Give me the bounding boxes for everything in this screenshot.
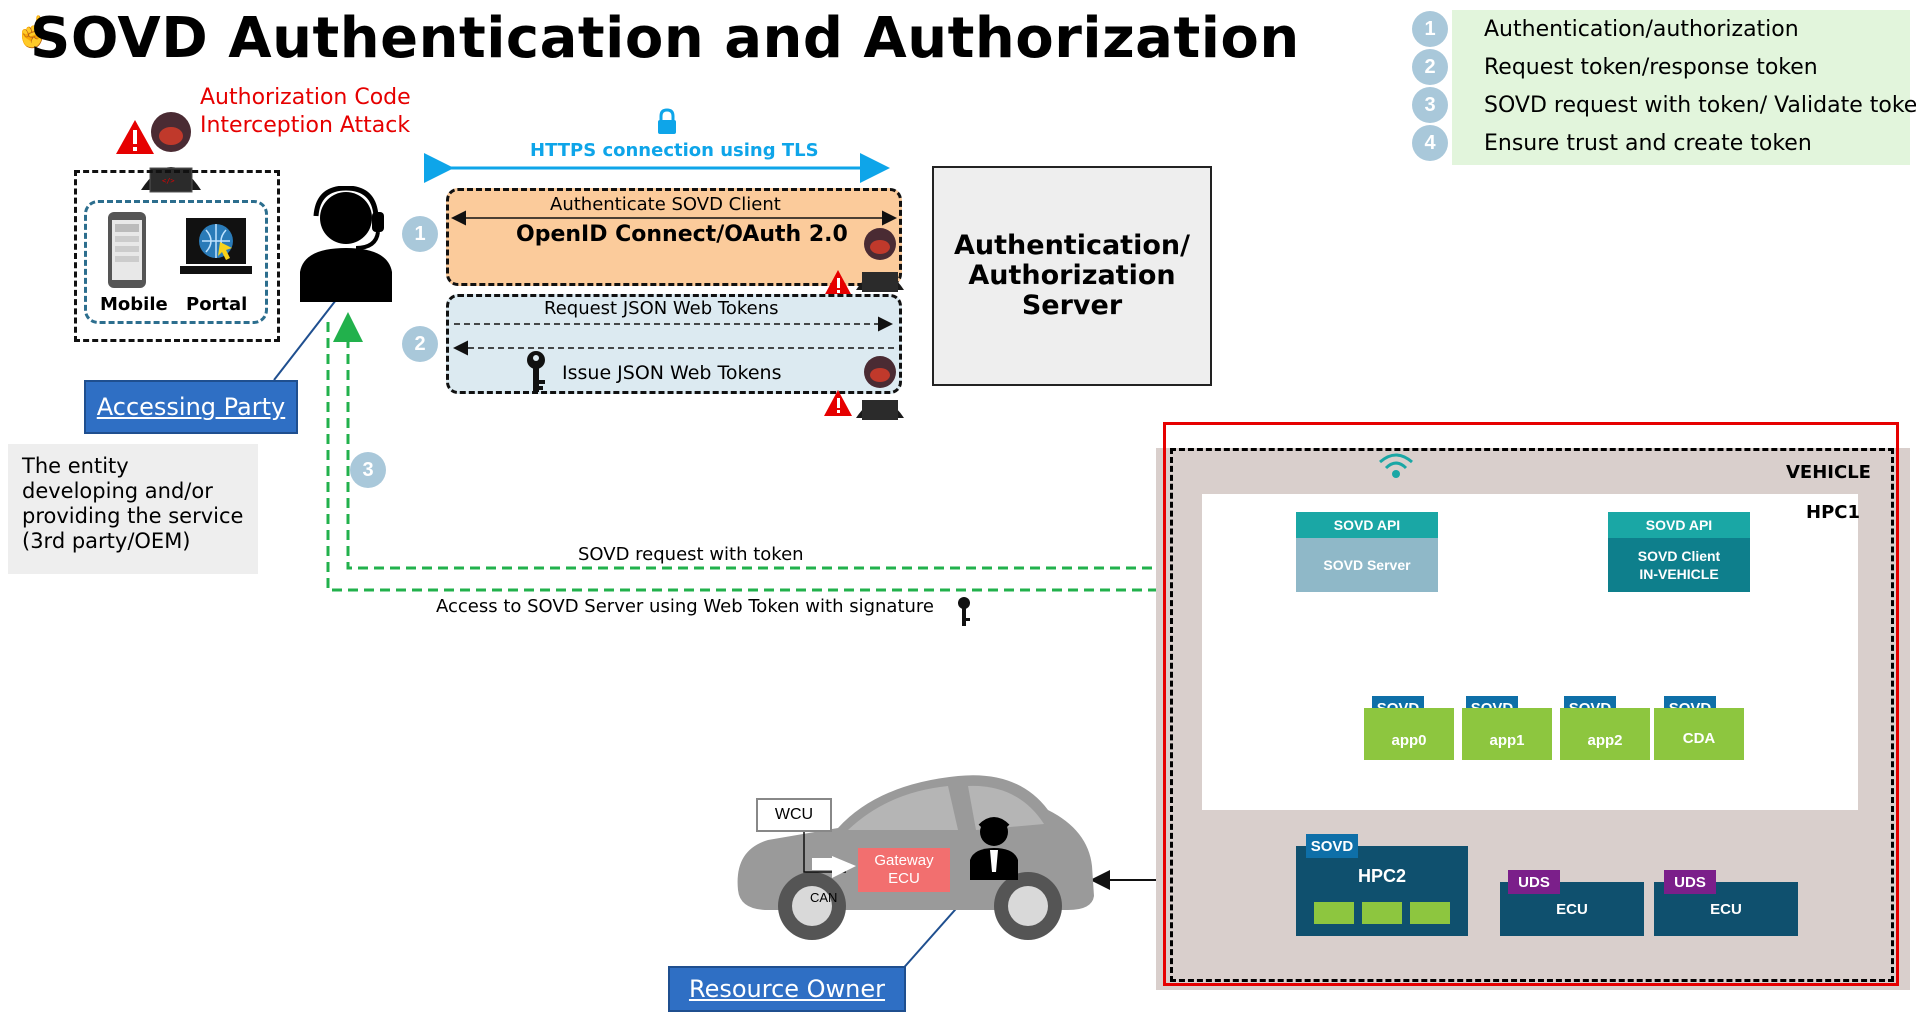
step-badge-3: 3	[350, 452, 386, 488]
laptop-icon	[180, 218, 252, 274]
key-icon	[958, 597, 970, 626]
legend-item: 4 Ensure trust and create token	[1412, 125, 1812, 161]
oauth-arrow	[451, 210, 897, 226]
portal-label: Portal	[186, 294, 248, 315]
warning-icon	[824, 390, 852, 416]
legend-text: Authentication/authorization	[1484, 16, 1799, 42]
can-label: CAN	[810, 890, 838, 905]
hpc2-app-block	[1410, 902, 1450, 924]
hpc2-sovd-tag: SOVD	[1306, 834, 1358, 858]
oauth-top-label: Authenticate SOVD Client	[550, 194, 781, 215]
step-badge-1: 1	[402, 216, 438, 252]
app-box-app0: app0	[1364, 708, 1454, 760]
jwt-request-label: Request JSON Web Tokens	[544, 298, 779, 319]
flow-sovd-request	[346, 322, 1290, 570]
headset-person-icon	[300, 186, 392, 302]
legend-text: Ensure trust and create token	[1484, 130, 1812, 156]
hpc2-app-block	[1362, 902, 1402, 924]
warning-icon	[116, 120, 154, 154]
flow-access	[326, 322, 1282, 592]
mobile-label: Mobile	[100, 294, 168, 315]
client-apps-box	[74, 170, 280, 342]
vehicle-label: VEHICLE	[1786, 462, 1871, 483]
legend-text: Request token/response token	[1484, 54, 1818, 80]
legend-item: 1 Authentication/authorization	[1412, 11, 1799, 47]
step-badge: 4	[1412, 125, 1448, 161]
page-title: SOVD Authentication and Authorization	[30, 6, 1300, 71]
entity-description: The entity developing and/or providing t…	[8, 444, 258, 574]
uds-tag: UDS	[1508, 870, 1560, 894]
attack-label: Authorization Code Interception Attack	[200, 85, 411, 138]
sovd-client-box: SOVD Client IN-VEHICLE	[1608, 538, 1750, 592]
flow-sovd-request-label: SOVD request with token	[578, 544, 804, 565]
key-icon	[527, 351, 545, 392]
jwt-issue-label: Issue JSON Web Tokens	[562, 362, 782, 384]
lock-icon	[658, 108, 676, 134]
legend-text: SOVD request with token/ Validate token	[1484, 92, 1916, 118]
step-badge-2: 2	[402, 326, 438, 362]
hacker-icon	[856, 228, 904, 292]
oauth-main-label: OpenID Connect/OAuth 2.0	[516, 222, 848, 247]
vehicle-highlight-frame	[1163, 422, 1899, 986]
step-badge: 3	[1412, 87, 1448, 123]
hpc1-label: HPC1	[1806, 502, 1860, 523]
smartphone-icon	[108, 212, 146, 288]
svg-text:</>: </>	[162, 177, 175, 185]
jwt-arrows	[453, 316, 894, 356]
driver-icon	[970, 817, 1018, 880]
wifi-icon	[1379, 453, 1413, 478]
resource-owner-label[interactable]: Resource Owner	[668, 966, 906, 1012]
legend-background	[1452, 10, 1910, 165]
sovd-api-bar: SOVD API	[1296, 512, 1438, 538]
legend-item: 2 Request token/response token	[1412, 49, 1818, 85]
vehicle-boundary	[1170, 448, 1894, 982]
app-box-cda: CDA	[1654, 708, 1744, 760]
gateway-ecu-box: Gateway ECU	[858, 848, 950, 892]
auth-server-box: Authentication/ Authorization Server	[932, 166, 1212, 386]
ecu-box: ECU	[1500, 882, 1644, 936]
hacker-icon	[856, 356, 904, 420]
step-badge: 2	[1412, 49, 1448, 85]
app-box-app2: app2	[1560, 708, 1650, 760]
oauth-box	[446, 188, 902, 286]
client-api-bar: SOVD API	[1608, 512, 1750, 538]
https-label: HTTPS connection using TLS	[530, 140, 819, 161]
app-box-app1: app1	[1462, 708, 1552, 760]
warning-icon	[824, 270, 852, 296]
hpc2-app-block	[1314, 902, 1354, 924]
jwt-box	[446, 294, 902, 394]
step-badge: 1	[1412, 11, 1448, 47]
uds-tag: UDS	[1664, 870, 1716, 894]
wcu-box: WCU	[756, 798, 832, 832]
sovd-server-box: SOVD Server	[1296, 538, 1438, 592]
accessing-party-label[interactable]: Accessing Party	[84, 380, 298, 434]
legend-item: 3 SOVD request with token/ Validate toke…	[1412, 87, 1916, 123]
client-apps-inner	[84, 200, 268, 324]
flow-access-label: Access to SOVD Server using Web Token wi…	[436, 596, 934, 617]
hand-cursor-icon: ☝	[14, 16, 52, 49]
